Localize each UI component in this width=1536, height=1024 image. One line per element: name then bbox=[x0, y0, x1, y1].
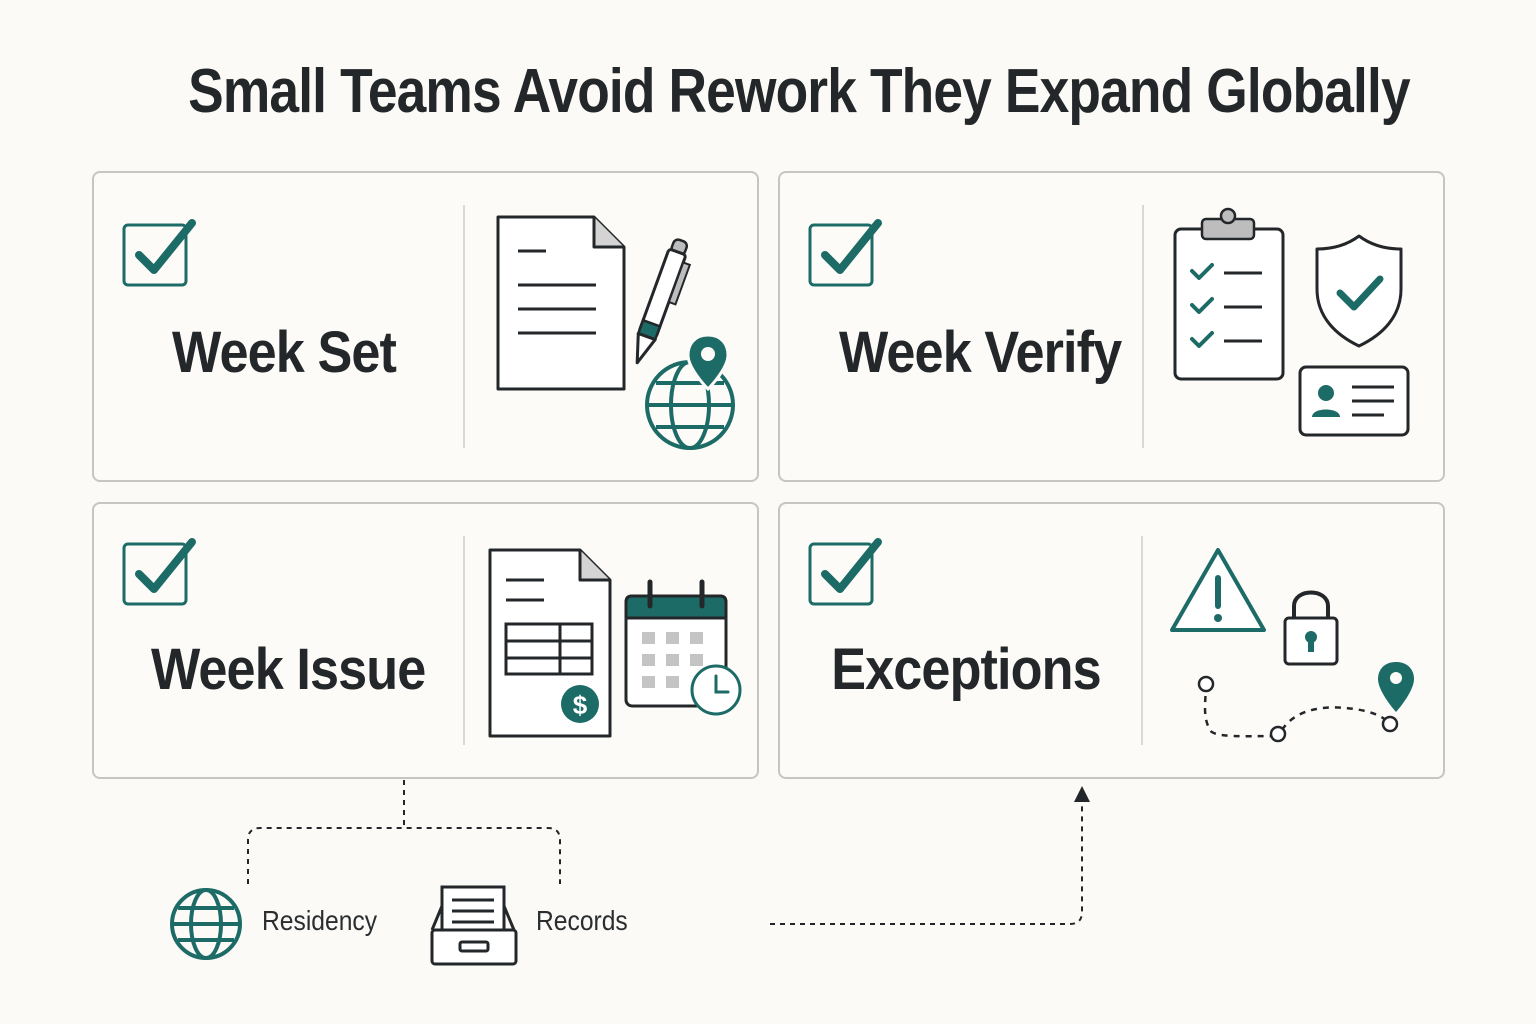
check-icon bbox=[808, 219, 882, 287]
card-label: Week Set bbox=[172, 320, 397, 385]
legend-label-residency: Residency bbox=[262, 905, 378, 936]
check-icon bbox=[122, 538, 196, 606]
card-label: Week Verify bbox=[839, 320, 1122, 385]
card-label: Week Issue bbox=[151, 637, 426, 702]
card-week-set: Week Set bbox=[92, 171, 759, 482]
document-icon bbox=[496, 215, 626, 391]
card-divider bbox=[1141, 536, 1143, 745]
check-icon bbox=[808, 538, 882, 606]
card-week-issue: Week Issue $ bbox=[92, 502, 759, 779]
id-card-icon bbox=[1298, 365, 1410, 437]
globe-icon bbox=[170, 888, 242, 960]
card-exceptions: Exceptions bbox=[778, 502, 1445, 779]
svg-text:$: $ bbox=[573, 690, 588, 720]
shield-check-icon bbox=[1315, 234, 1403, 348]
invoice-dollar-icon: $ bbox=[488, 548, 612, 738]
route-pin-icon bbox=[1197, 662, 1414, 743]
padlock-icon bbox=[1283, 590, 1339, 666]
card-divider bbox=[1142, 205, 1144, 448]
legend-label-records: Records bbox=[536, 905, 628, 936]
card-label: Exceptions bbox=[831, 637, 1101, 702]
card-divider bbox=[463, 205, 465, 448]
file-tray-icon bbox=[430, 885, 518, 966]
warning-icon bbox=[1170, 548, 1266, 632]
card-week-verify: Week Verify bbox=[778, 171, 1445, 482]
globe-pin-icon bbox=[645, 333, 735, 450]
clipboard-checklist-icon bbox=[1173, 207, 1285, 381]
card-divider bbox=[463, 536, 465, 745]
page-title: Small Teams Avoid Rework They Expand Glo… bbox=[188, 57, 1410, 126]
pen-icon bbox=[635, 238, 692, 365]
calendar-clock-icon bbox=[624, 579, 742, 716]
check-icon bbox=[122, 219, 196, 287]
